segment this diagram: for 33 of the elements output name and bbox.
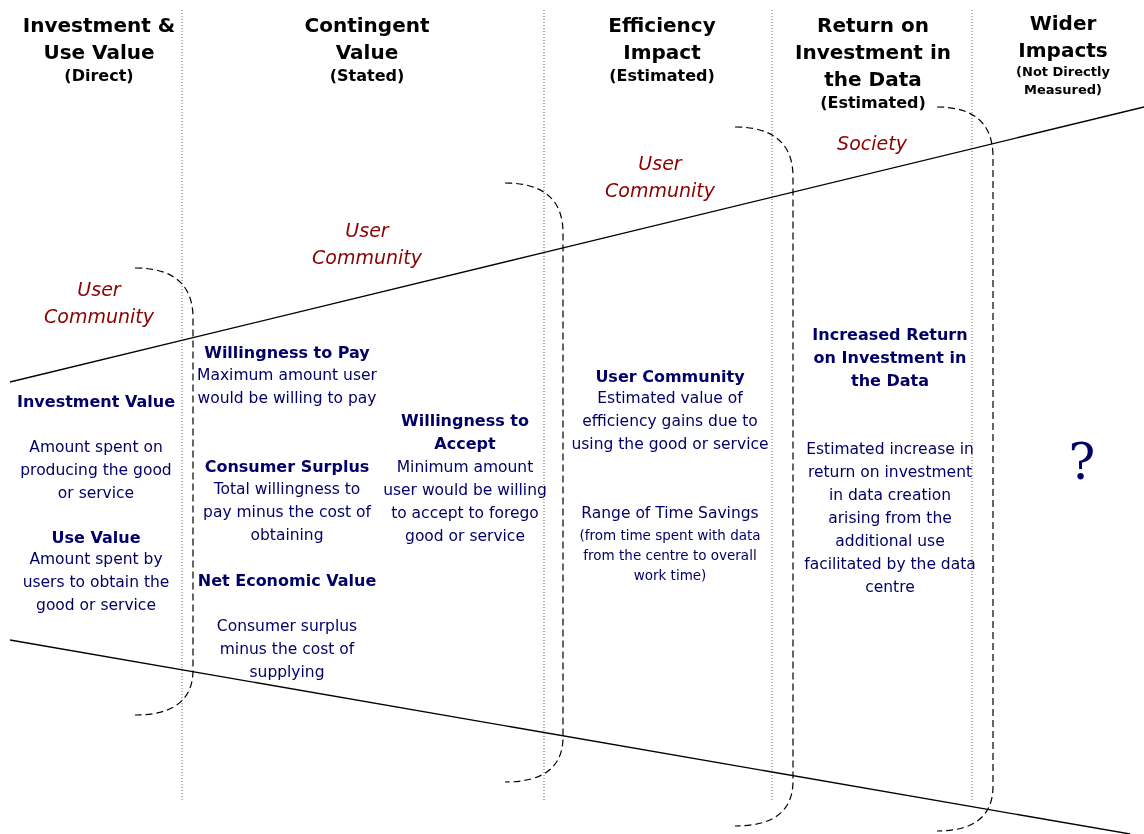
measure-description: Total willingness to pay minus the cost of obtaining (202, 479, 373, 546)
measure-heading: User Community (594, 366, 746, 388)
measure-heading: Willingness to Accept (400, 410, 530, 455)
group-label: Society (836, 131, 908, 156)
measure-heading: Use Value (50, 527, 142, 549)
measure-heading: Range of Time Savings (580, 503, 760, 524)
group-label: User Community (43, 277, 155, 329)
measure-description: Amount spent on producing the good or service (19, 437, 173, 504)
column-subheading: (Direct) (63, 66, 135, 86)
column-subheading: (Not Directly Measured) (1015, 63, 1111, 99)
measure-description: Estimated increase in return on investment in data creation arising from the additional use facilitated by the data centre (803, 439, 977, 598)
column-heading: Investment & Use Value (21, 12, 177, 66)
measure-heading: Willingness to Pay (203, 342, 371, 364)
column-heading: Efficiency Impact (607, 12, 717, 66)
measure-description: Estimated value of efficiency gains due to using the good or service (570, 388, 770, 455)
measure-heading: Investment Value (16, 391, 176, 413)
measure-heading: Net Economic Value (197, 570, 377, 592)
measure-description: Minimum amount user would be willing to accept to forego good or service (382, 457, 548, 547)
group-label: User Community (604, 151, 716, 203)
column-heading: Contingent Value (303, 12, 431, 66)
measure-description: Maximum amount user would be willing to pay (196, 365, 378, 409)
question-mark: ? (1067, 432, 1097, 492)
column-heading: Return on Investment in the Data (794, 12, 952, 93)
group-label: User Community (311, 218, 423, 270)
measure-description: Amount spent by users to obtain the good or service (21, 549, 171, 616)
column-heading: Wider Impacts (1017, 10, 1109, 64)
column-subheading: (Estimated) (819, 93, 927, 113)
column-subheading: (Estimated) (608, 66, 716, 86)
measure-description: Consumer surplus minus the cost of supplying (215, 616, 359, 683)
measure-heading: Consumer Surplus (203, 456, 371, 478)
measure-heading: Increased Return on Investment in the Data (811, 324, 969, 392)
column-subheading: (Stated) (328, 66, 406, 86)
measure-description: (from time spent with data from the centre to overall work time) (578, 526, 762, 585)
